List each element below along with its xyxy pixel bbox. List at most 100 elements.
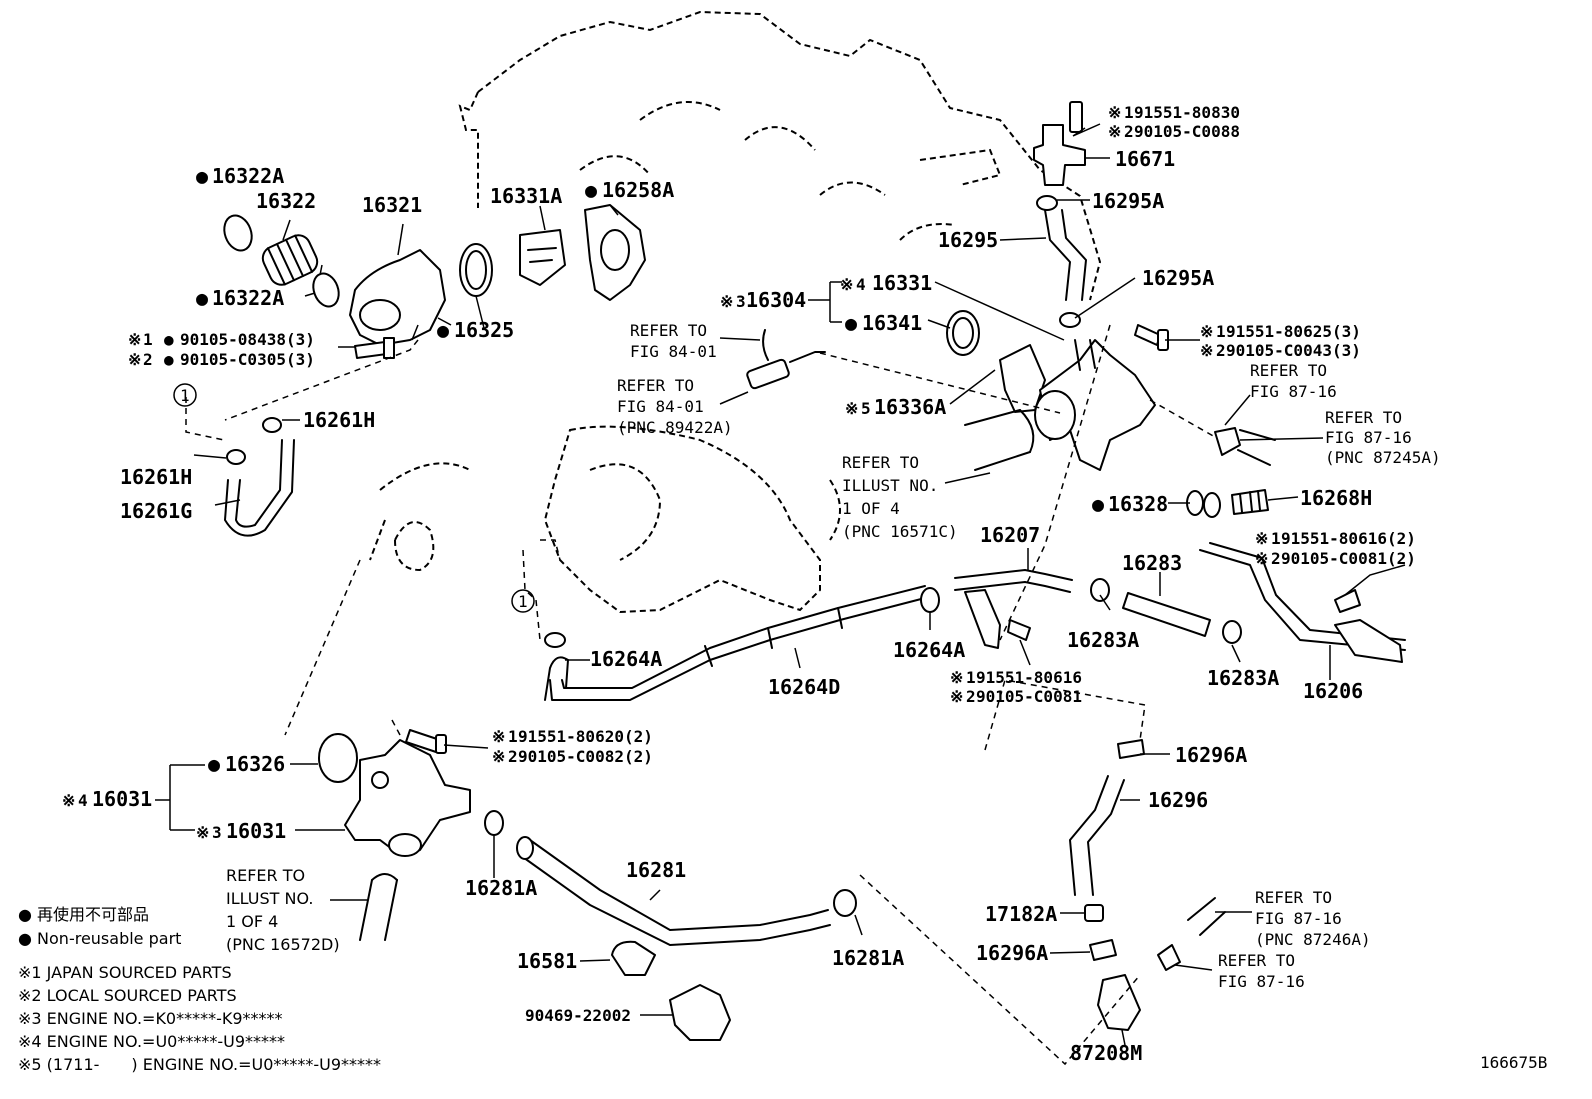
circle-reference-1-upper: 1 — [173, 383, 197, 407]
note-number: 2 — [1124, 122, 1134, 141]
legend: ● 再使用不可部品 ● Non-reusable part ※1 JAPAN S… — [18, 905, 381, 1074]
callout-line: 1 OF 4 — [842, 499, 900, 518]
note-number: 4 — [856, 275, 866, 294]
callout-line: (PNC 89422A) — [617, 418, 733, 437]
note-mark: ※ — [840, 275, 853, 294]
circle-ref-label: 1 — [180, 386, 190, 405]
non-reusable-mark: ● — [437, 318, 449, 342]
bolt-e-part-2: 90105-C0081 — [976, 687, 1082, 706]
bolt-e-part-1: 91551-80616 — [976, 668, 1082, 687]
part-16321: 16321 — [362, 193, 422, 217]
callout-line: REFER TO — [226, 866, 305, 885]
callout-line: REFER TO — [1218, 951, 1295, 970]
callout-line: REFER TO — [630, 321, 707, 340]
callout-line: FIG 87-16 — [1218, 972, 1305, 991]
part-16281A-right: 16281A — [832, 946, 904, 970]
note-number: 1 — [1216, 322, 1226, 341]
dashed-guides — [185, 324, 1216, 1066]
non-reusable-mark: ● — [196, 164, 208, 188]
note-mark: ※ — [62, 791, 75, 810]
note-4-engine-u: ※4 ENGINE NO.=U0*****-U9***** — [18, 1032, 285, 1051]
note-mark: ※ — [492, 727, 505, 746]
part-16328: 16328 — [1108, 492, 1168, 516]
part-16296A-top: 16296A — [1175, 743, 1247, 767]
part-16325: 16325 — [454, 318, 514, 342]
note-number: 2 — [143, 350, 153, 369]
part-16261G: 16261G — [120, 499, 192, 523]
part-16322: 16322 — [256, 189, 316, 213]
callout-line: FIG 84-01 — [630, 342, 717, 361]
part-87208M: 87208M — [1070, 1041, 1142, 1065]
part-16581: 16581 — [517, 949, 577, 973]
part-16207: 16207 — [980, 523, 1040, 547]
part-16295A-mid: 16295A — [1142, 266, 1214, 290]
circle-reference-1-lower: 1 — [511, 589, 535, 613]
part-16258A: 16258A — [602, 178, 674, 202]
note-number: 2 — [1216, 341, 1226, 360]
part-16295: 16295 — [938, 228, 998, 252]
part-16341: 16341 — [862, 311, 922, 335]
bolt-b-part-2: 90105-C0088 — [1134, 122, 1240, 141]
callout-line: FIG 87-16 — [1255, 909, 1342, 928]
note-number: 3 — [212, 823, 222, 842]
circle-ref-label: 1 — [518, 592, 528, 611]
part-16264D: 16264D — [768, 675, 840, 699]
bolt-f-part-2: 90105-C0082(2) — [518, 747, 653, 766]
callout-line: FIG 87-16 — [1325, 428, 1412, 447]
note-number: 2 — [508, 747, 518, 766]
part-16283A-right: 16283A — [1207, 666, 1279, 690]
note-number: 1 — [508, 727, 518, 746]
callout-line: REFER TO — [842, 453, 919, 472]
legend-nonreusable-jp: ● 再使用不可部品 — [18, 905, 149, 924]
bolt-a-part-1: 90105-08438(3) — [180, 330, 315, 349]
refer-callouts: REFER TO FIG 84-01 REFER TO FIG 84-01 (PNC … — [226, 321, 1441, 991]
part-17182A: 17182A — [985, 902, 1057, 926]
bolt-a-part-2: 90105-C0305(3) — [180, 350, 315, 369]
bolt-d-part-2: 90105-C0081(2) — [1281, 549, 1416, 568]
note-mark: ※ — [950, 668, 963, 687]
note-1-japan-sourced: ※1 JAPAN SOURCED PARTS — [18, 963, 232, 982]
part-16331A: 16331A — [490, 184, 562, 208]
part-16336A: 16336A — [874, 395, 946, 419]
non-reusable-mark: ● — [845, 311, 857, 335]
part-16031-engine-k: 16031 — [226, 819, 286, 843]
part-16261H-right: 16261H — [303, 408, 375, 432]
part-16206: 16206 — [1303, 679, 1363, 703]
note-mark: ※ — [1200, 322, 1213, 341]
callout-line: ILLUST NO. — [842, 476, 938, 495]
note-mark: ※ — [720, 292, 733, 311]
note-number: 5 — [861, 399, 871, 418]
note-mark: ※ — [1200, 341, 1213, 360]
note-number: 1 — [1271, 529, 1281, 548]
callout-line: REFER TO — [1325, 408, 1402, 427]
note-number: 2 — [1271, 549, 1281, 568]
note-mark: ※ — [950, 687, 963, 706]
refer-fig-87-16-lower: REFER TO FIG 87-16 — [1218, 951, 1305, 991]
bolt-b-part-1: 91551-80830 — [1134, 103, 1240, 122]
bolt-d-part-1: 91551-80616(2) — [1281, 529, 1416, 548]
part-16322A-top: 16322A — [212, 164, 284, 188]
note-number: 3 — [736, 292, 746, 311]
note-mark: ※ — [128, 350, 141, 369]
non-reusable-mark: ● — [585, 178, 597, 202]
callout-line: REFER TO — [1250, 361, 1327, 380]
part-16261H-left: 16261H — [120, 465, 192, 489]
note-5-engine-u-1711: ※5 (1711- ) ENGINE NO.=U0*****-U9***** — [18, 1055, 381, 1074]
callout-line: ILLUST NO. — [226, 889, 313, 908]
note-number: 1 — [143, 330, 153, 349]
figure-number: 166675B — [1480, 1053, 1547, 1072]
note-mark: ※ — [492, 747, 505, 766]
note-mark: ※ — [1255, 549, 1268, 568]
part-16264A-left: 16264A — [590, 647, 662, 671]
callout-line: FIG 84-01 — [617, 397, 704, 416]
note-number: 1 — [966, 668, 976, 687]
refer-fig-84-01-top: REFER TO FIG 84-01 — [630, 321, 717, 361]
note-mark: ※ — [1255, 529, 1268, 548]
part-16322A-bottom: 16322A — [212, 286, 284, 310]
part-16331: 16331 — [872, 271, 932, 295]
leader-lines — [155, 123, 1406, 1046]
